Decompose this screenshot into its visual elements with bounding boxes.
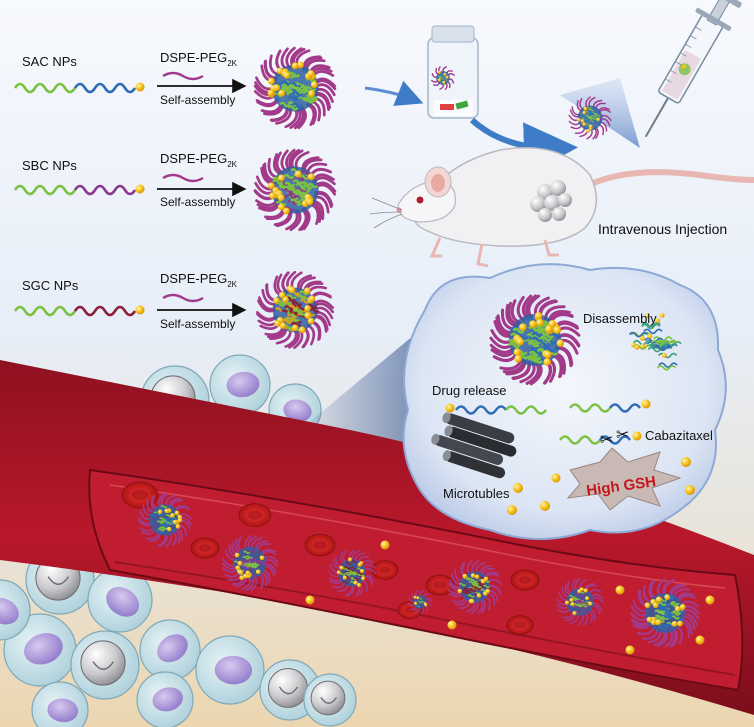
sac-green-segment	[13, 82, 77, 94]
sgc-process: Self-assembly	[160, 317, 235, 331]
injected-nanoparticle	[568, 96, 612, 140]
injection-label: Intravenous Injection	[598, 221, 727, 237]
sgc-maroon-segment	[73, 305, 137, 317]
sbc-nanoparticle	[253, 148, 337, 232]
sac-np-label: SAC NPs	[22, 54, 77, 69]
sac-nanoparticle	[253, 46, 337, 130]
sbc-np-label: SBC NPs	[22, 158, 77, 173]
row-sgc: SGC NPs DSPE-PEG2K Self-assembly	[13, 271, 247, 331]
row-sbc: SBC NPs DSPE-PEG2K Self-assembly	[13, 151, 247, 209]
vial	[427, 25, 479, 119]
sbc-peg-chain	[162, 173, 204, 183]
sbc-process: Self-assembly	[160, 195, 235, 209]
mouse-body	[413, 147, 598, 247]
cabazitaxel-label: Cabazitaxel	[645, 428, 713, 443]
sbc-reagent: DSPE-PEG2K	[160, 151, 238, 169]
sgc-drug-ball	[135, 305, 145, 315]
sbc-purple-segment	[73, 184, 137, 196]
sac-reagent: DSPE-PEG2K	[160, 50, 238, 68]
sac-blue-segment	[73, 82, 137, 94]
svg-text:✂: ✂	[600, 430, 613, 449]
circulating-nanoparticles	[137, 492, 715, 655]
disassembly-label: Disassembly	[583, 311, 657, 326]
mouse-nose	[396, 207, 402, 213]
mouse-eye	[416, 196, 424, 204]
sgc-nanoparticle	[255, 270, 335, 350]
sac-drug-ball	[135, 82, 145, 92]
mouse-tail	[577, 169, 754, 193]
svg-text:✂: ✂	[616, 425, 629, 444]
sgc-np-label: SGC NPs	[22, 278, 79, 293]
arrow-to-mouse	[469, 117, 578, 177]
microtubule-bundle	[431, 412, 517, 479]
tumor	[530, 180, 572, 222]
disassembled-nanoparticle	[628, 312, 682, 371]
arrow-to-vial	[364, 80, 424, 106]
microtubles-label: Microtubles	[443, 486, 510, 501]
sgc-peg-chain	[162, 293, 204, 303]
drug-release-label: Drug release	[432, 383, 506, 398]
high-gsh-badge: High GSH	[566, 447, 682, 511]
sgc-reagent: DSPE-PEG2K	[160, 271, 238, 289]
mouse	[369, 147, 754, 268]
syringe	[644, 0, 742, 138]
red-blood-cells	[121, 481, 540, 635]
sac-peg-chain	[162, 71, 204, 81]
sgc-green-segment	[13, 305, 77, 317]
row-sac: SAC NPs DSPE-PEG2K Self-assembly	[13, 50, 247, 107]
sac-process: Self-assembly	[160, 93, 235, 107]
scissors-icon: ✂ ✂	[600, 425, 629, 449]
zoom-nanoparticle	[489, 294, 581, 386]
released-prodrugs	[445, 399, 651, 445]
sbc-green-segment	[13, 184, 77, 196]
sbc-drug-ball	[135, 184, 145, 194]
